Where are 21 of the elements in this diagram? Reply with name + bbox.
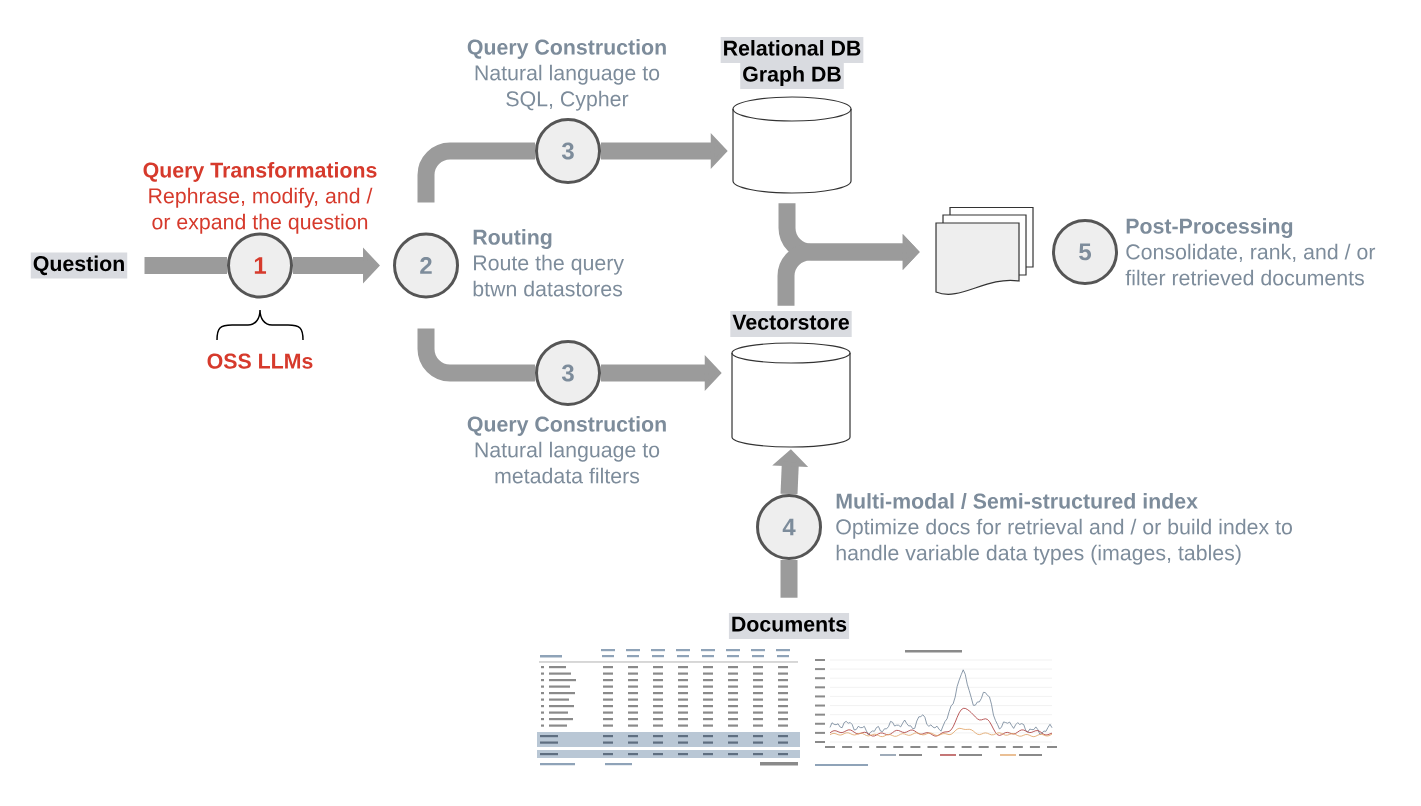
step-title: Query Construction <box>467 416 666 436</box>
connector-band <box>144 257 227 274</box>
step-description: Natural language to SQL, Cypher <box>475 64 660 111</box>
step-description: Natural language to metadata filters <box>475 441 660 484</box>
step-title: Query Construction <box>467 39 666 59</box>
step-description: Rephrase, modify, and / or expand the question <box>149 187 373 234</box>
document-stack <box>935 206 1034 295</box>
step-title: Routing <box>473 229 552 249</box>
step-description: Consolidate, rank, and / or filter retrieved documents <box>1125 243 1376 286</box>
step-title: Query Transformations <box>143 162 377 182</box>
step-title: Post-Processing <box>1126 218 1293 238</box>
brace-label: OSS LLMs <box>207 353 313 369</box>
step-description: Route the query btwn datastores <box>473 254 624 297</box>
connector-band <box>780 560 798 598</box>
step-title: Multi-modal / Semi-structured index <box>836 493 1198 509</box>
highlighted-label: Documents <box>728 613 850 639</box>
highlighted-label: Question <box>30 252 128 279</box>
step-description: Optimize docs for retrieval and / or build index to handle variable data types (images, tables) <box>836 518 1292 565</box>
highlighted-label: Vectorstore <box>730 311 852 337</box>
highlighted-label: Relational DB <box>720 37 864 63</box>
highlighted-label: Graph DB <box>740 63 844 89</box>
